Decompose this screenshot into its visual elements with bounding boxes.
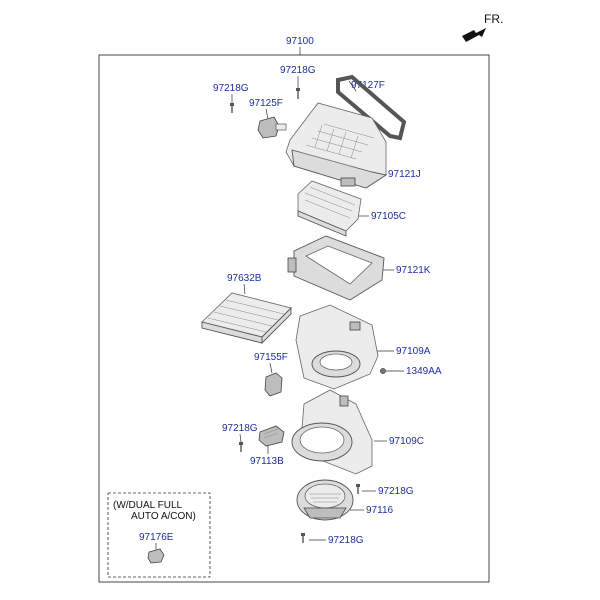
front-label: FR. — [484, 12, 503, 26]
screw-mid-left-icon — [239, 442, 243, 452]
control-unit-part — [258, 425, 285, 447]
option-sensor-part — [147, 548, 165, 564]
label-screw-top-left[interactable]: 97218G — [213, 83, 249, 94]
actuator-part — [257, 116, 287, 139]
label-filter-frame[interactable]: 97121K — [396, 265, 431, 276]
leader-air-filter — [243, 283, 246, 295]
label-intake-door[interactable]: 97105C — [371, 211, 406, 222]
option-box-condition-line1: (W/DUAL FULL — [113, 500, 183, 511]
label-resistor[interactable]: 97155F — [254, 352, 288, 363]
screw-bottom-icon — [301, 533, 305, 543]
scroll-case-part — [291, 389, 373, 475]
seal-part — [336, 74, 407, 141]
clip-icon — [380, 368, 386, 374]
label-actuator[interactable]: 97125F — [249, 98, 283, 109]
lower-case-part — [295, 304, 379, 390]
option-box: (W/DUAL FULL AUTO A/CON) 97176E — [107, 492, 211, 578]
label-screw-top-center[interactable]: 97218G — [280, 65, 316, 76]
leader-screw-mid-left — [239, 433, 242, 443]
leader-actuator — [265, 108, 269, 120]
screw-top-left-icon — [230, 103, 234, 113]
label-option-part[interactable]: 97176E — [139, 532, 174, 543]
filter-frame-part — [287, 235, 385, 301]
label-screw-lower-right[interactable]: 97218G — [378, 486, 414, 497]
option-box-frame — [107, 492, 211, 578]
label-screw-mid-left[interactable]: 97218G — [222, 423, 258, 434]
label-air-filter[interactable]: 97632B — [227, 273, 262, 284]
label-clip[interactable]: 1349AA — [406, 366, 442, 377]
leader-seal — [348, 80, 357, 92]
front-direction-indicator: FR. — [462, 12, 503, 42]
label-upper-case[interactable]: 97121J — [388, 169, 421, 180]
screw-lower-right-icon — [356, 484, 360, 494]
label-blower-motor[interactable]: 97116 — [366, 505, 394, 516]
option-box-condition-line2: AUTO A/CON) — [131, 511, 196, 522]
upper-case-part — [285, 102, 388, 189]
resistor-part — [264, 372, 283, 397]
front-arrow-icon — [462, 28, 486, 42]
label-control-unit[interactable]: 97113B — [250, 456, 284, 467]
label-seal[interactable]: 97127F — [351, 80, 385, 91]
label-screw-bottom[interactable]: 97218G — [328, 535, 364, 546]
screw-top-center-icon — [296, 88, 300, 99]
assembly-number[interactable]: 97100 — [286, 36, 314, 47]
label-lower-case[interactable]: 97109A — [396, 346, 431, 357]
intake-door-part — [297, 180, 362, 237]
assembly-frame — [98, 54, 490, 583]
air-filter-part — [201, 292, 292, 345]
blower-motor-part — [296, 479, 354, 521]
leader-resistor — [269, 362, 273, 374]
label-scroll-case[interactable]: 97109C — [389, 436, 424, 447]
